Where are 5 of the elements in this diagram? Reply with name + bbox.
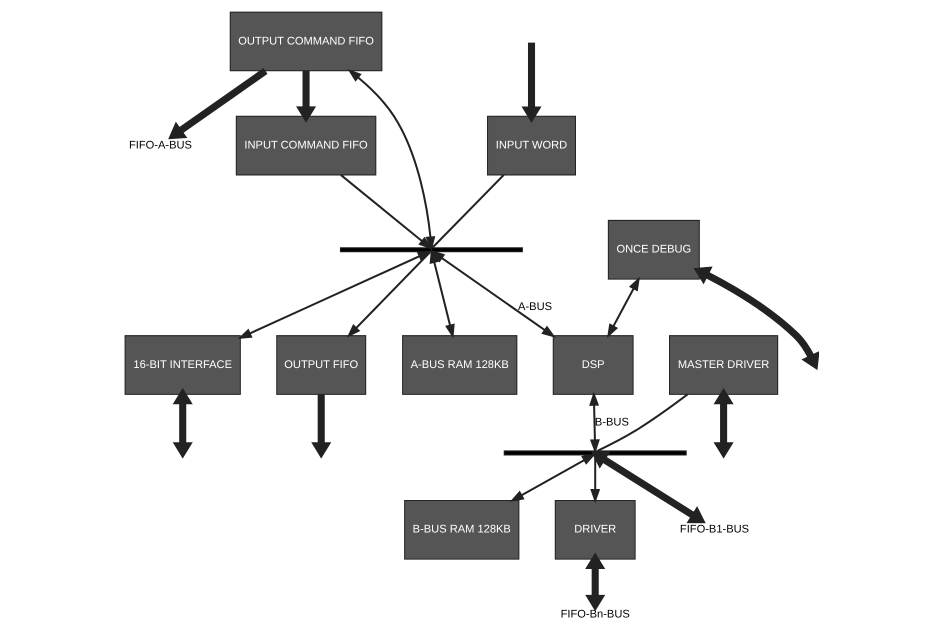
node-text: FIFO-B1-BUS — [680, 524, 750, 536]
node-text: FIFO-Bn-BUS — [560, 608, 630, 621]
node-text: FIFO-A-BUS — [128, 139, 192, 152]
edge-label: B-BUS — [594, 416, 629, 428]
edge-label: A-BUS — [518, 301, 552, 314]
